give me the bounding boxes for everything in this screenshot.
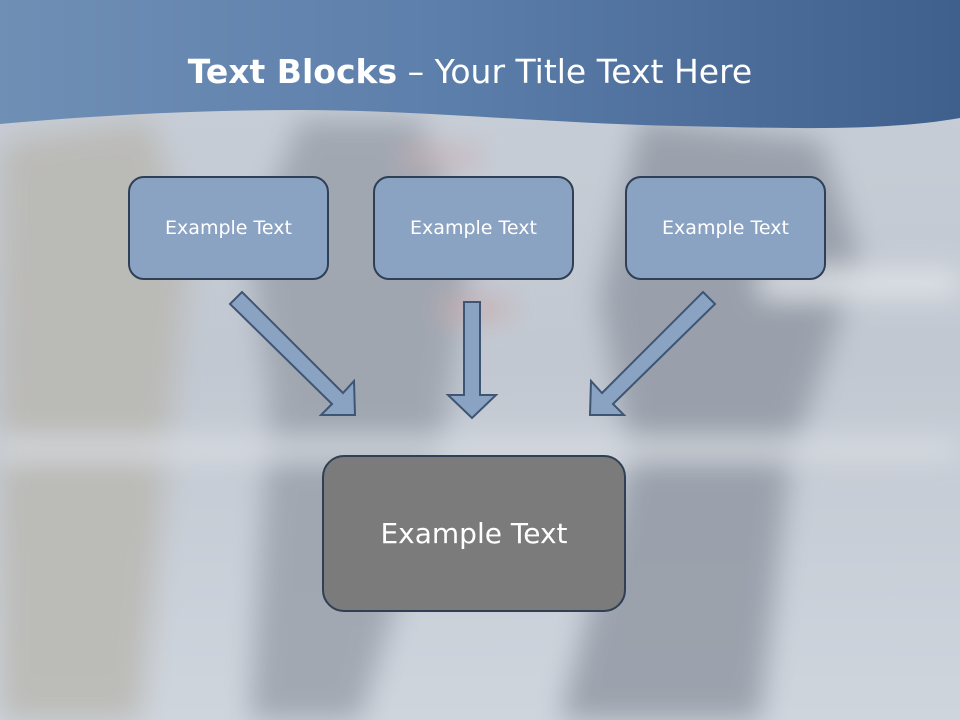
title-separator: – (397, 52, 435, 91)
text-block-1: Example Text (128, 176, 329, 280)
main-text-block: Example Text (322, 455, 626, 612)
text-block-3: Example Text (625, 176, 826, 280)
title-rest: Your Title Text Here (434, 52, 753, 91)
text-block-3-label: Example Text (662, 217, 789, 239)
title-bold: Text Blocks (187, 52, 398, 91)
text-block-1-label: Example Text (165, 217, 292, 239)
slide-title: Text Blocks – Your Title Text Here (0, 52, 940, 91)
main-text-block-label: Example Text (380, 517, 568, 550)
text-block-2-label: Example Text (410, 217, 537, 239)
text-block-2: Example Text (373, 176, 574, 280)
